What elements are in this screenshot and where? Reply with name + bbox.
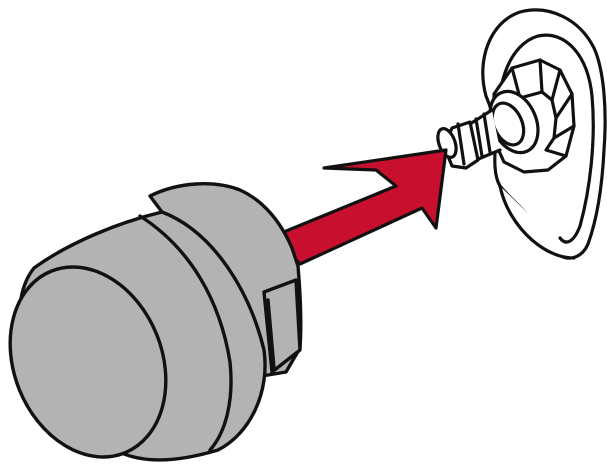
thread-line-1 bbox=[482, 112, 492, 154]
cap-front-face bbox=[8, 265, 168, 459]
cylindrical-cap-icon bbox=[8, 182, 303, 462]
cap-seam bbox=[138, 214, 233, 452]
thread-line-2 bbox=[474, 117, 484, 158]
direction-arrow-icon bbox=[272, 148, 448, 266]
bracket-lip bbox=[498, 184, 576, 260]
hex-face-6 bbox=[544, 136, 568, 158]
valve-fitting-icon bbox=[436, 8, 607, 260]
nozzle-edge bbox=[456, 122, 466, 166]
cap-side-lug-edge bbox=[266, 298, 276, 370]
